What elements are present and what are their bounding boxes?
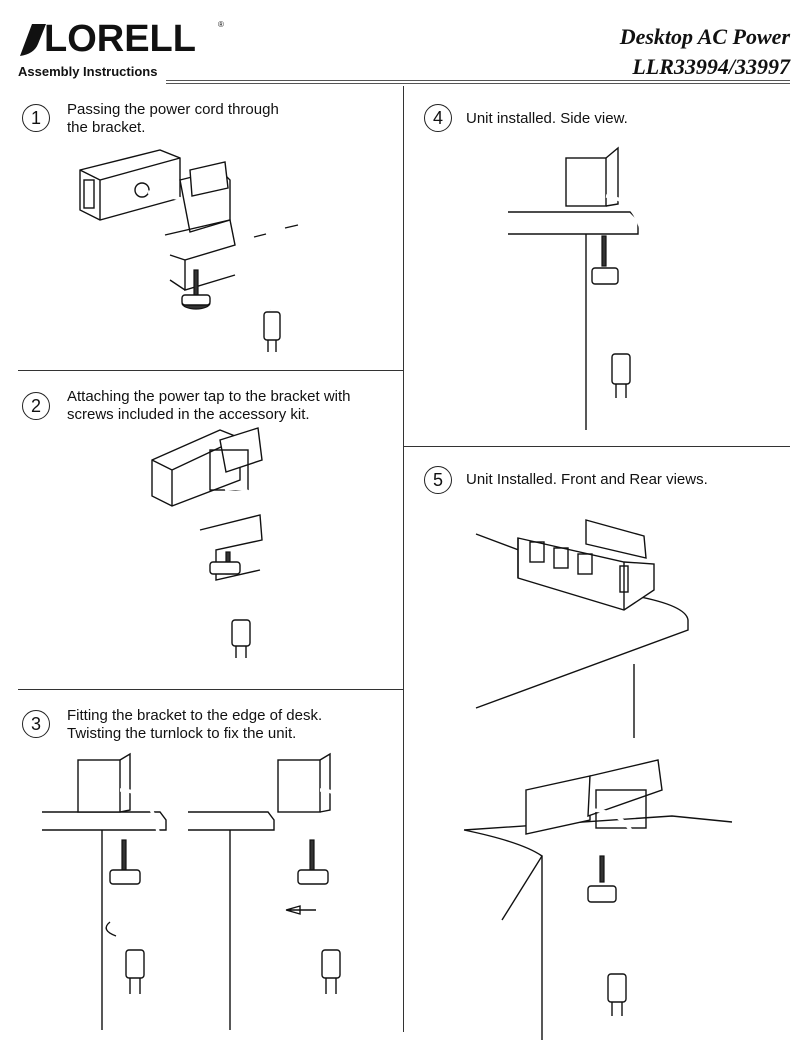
step-2-text: Attaching the power tap to the bracket w… bbox=[67, 388, 351, 424]
step-3-number: 3 bbox=[22, 710, 50, 738]
brand-logo: LORELL ® bbox=[18, 18, 238, 60]
logo-swoosh-icon bbox=[20, 24, 46, 56]
divider-step2-3 bbox=[18, 689, 403, 690]
step-5-rear-illustration bbox=[463, 759, 733, 1040]
divider-step1-2 bbox=[18, 370, 403, 371]
registered-mark: ® bbox=[218, 20, 224, 29]
step-5-text: Unit Installed. Front and Rear views. bbox=[466, 471, 708, 489]
step-2-line-2: screws included in the accessory kit. bbox=[67, 406, 310, 423]
step-5-line-1: Unit Installed. Front and Rear views. bbox=[466, 471, 708, 488]
step-5-front-illustration bbox=[475, 519, 689, 738]
step-1-number: 1 bbox=[22, 104, 50, 132]
step-3-illustration-right bbox=[188, 752, 358, 1030]
step-3-line-1: Fitting the bracket to the edge of desk. bbox=[67, 707, 323, 724]
step-2-illustration bbox=[151, 427, 264, 658]
document-title: Desktop AC Power LLR33994/33997 bbox=[430, 22, 790, 82]
step-2-number: 2 bbox=[22, 392, 50, 420]
subtitle: Assembly Instructions bbox=[18, 64, 158, 79]
header-rule bbox=[166, 80, 790, 81]
title-line-1: Desktop AC Power bbox=[619, 24, 790, 49]
step-5-number: 5 bbox=[424, 466, 452, 494]
step-1-line-1: Passing the power cord through bbox=[67, 101, 279, 118]
step-4-line-1: Unit installed. Side view. bbox=[466, 110, 628, 127]
header-rule-2 bbox=[166, 83, 790, 84]
divider-step4-5 bbox=[404, 446, 790, 447]
step-2-line-1: Attaching the power tap to the bracket w… bbox=[67, 388, 351, 405]
step-1-illustration bbox=[79, 149, 299, 352]
step-1-text: Passing the power cord through the brack… bbox=[67, 101, 279, 137]
brand-name: LORELL bbox=[44, 18, 196, 60]
step-1-line-2: the bracket. bbox=[67, 119, 146, 136]
step-4-illustration bbox=[508, 146, 648, 430]
step-3-line-2: Twisting the turnlock to fix the unit. bbox=[67, 725, 297, 742]
title-line-2: LLR33994/33997 bbox=[632, 54, 790, 79]
column-divider bbox=[403, 86, 404, 1032]
step-3-illustration-left bbox=[42, 752, 167, 1030]
step-4-number: 4 bbox=[424, 104, 452, 132]
step-4-text: Unit installed. Side view. bbox=[466, 110, 628, 128]
step-3-text: Fitting the bracket to the edge of desk.… bbox=[67, 707, 322, 743]
